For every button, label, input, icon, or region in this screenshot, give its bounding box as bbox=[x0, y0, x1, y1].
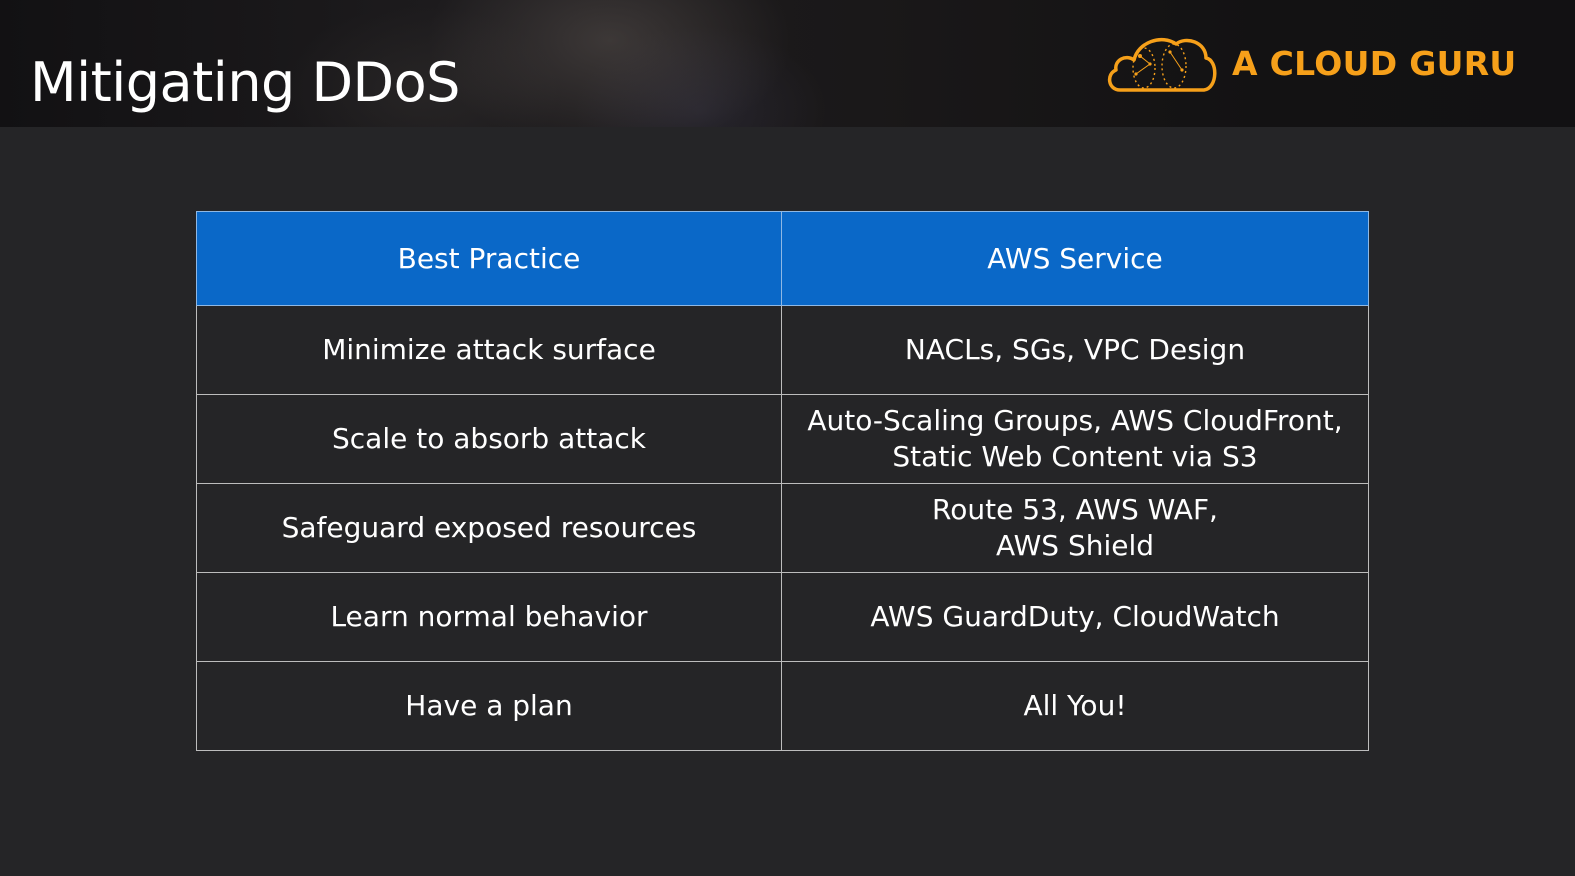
table-row: Scale to absorb attack Auto-Scaling Grou… bbox=[196, 394, 1369, 484]
column-header-best-practice: Best Practice bbox=[196, 211, 782, 306]
brand-logo: A CLOUD GURU bbox=[1106, 30, 1517, 96]
table-row: Safeguard exposed resources Route 53, AW… bbox=[196, 483, 1369, 573]
best-practice-cell: Safeguard exposed resources bbox=[196, 483, 782, 573]
aws-service-cell: NACLs, SGs, VPC Design bbox=[781, 305, 1369, 395]
slide-header: Mitigating DDoS A CLOUD GURU bbox=[0, 0, 1575, 127]
table-row: Have a plan All You! bbox=[196, 661, 1369, 751]
best-practice-cell: Have a plan bbox=[196, 661, 782, 751]
aws-service-cell: Route 53, AWS WAF, AWS Shield bbox=[781, 483, 1369, 573]
table-row: Minimize attack surface NACLs, SGs, VPC … bbox=[196, 305, 1369, 395]
aws-service-line: AWS Shield bbox=[995, 529, 1155, 562]
table-row: Learn normal behavior AWS GuardDuty, Clo… bbox=[196, 572, 1369, 662]
aws-service-cell: All You! bbox=[781, 661, 1369, 751]
ddos-mitigation-table: Best Practice AWS Service Minimize attac… bbox=[196, 211, 1369, 751]
best-practice-cell: Scale to absorb attack bbox=[196, 394, 782, 484]
aws-service-line: Route 53, AWS WAF, bbox=[932, 493, 1218, 526]
best-practice-cell: Minimize attack surface bbox=[196, 305, 782, 395]
slide-title: Mitigating DDoS bbox=[30, 51, 460, 114]
brand-name: A CLOUD GURU bbox=[1232, 43, 1517, 83]
table-header-row: Best Practice AWS Service bbox=[196, 211, 1369, 306]
aws-service-cell: Auto-Scaling Groups, AWS CloudFront, Sta… bbox=[781, 394, 1369, 484]
cloud-logo-icon bbox=[1106, 30, 1218, 96]
best-practice-cell: Learn normal behavior bbox=[196, 572, 782, 662]
aws-service-line: NACLs, SGs, VPC Design bbox=[904, 333, 1246, 366]
aws-service-line: Static Web Content via S3 bbox=[892, 440, 1258, 473]
aws-service-line: All You! bbox=[1023, 689, 1127, 722]
column-header-aws-service: AWS Service bbox=[781, 211, 1369, 306]
aws-service-line: Auto-Scaling Groups, AWS CloudFront, bbox=[807, 404, 1343, 437]
aws-service-line: AWS GuardDuty, CloudWatch bbox=[870, 600, 1280, 633]
aws-service-cell: AWS GuardDuty, CloudWatch bbox=[781, 572, 1369, 662]
